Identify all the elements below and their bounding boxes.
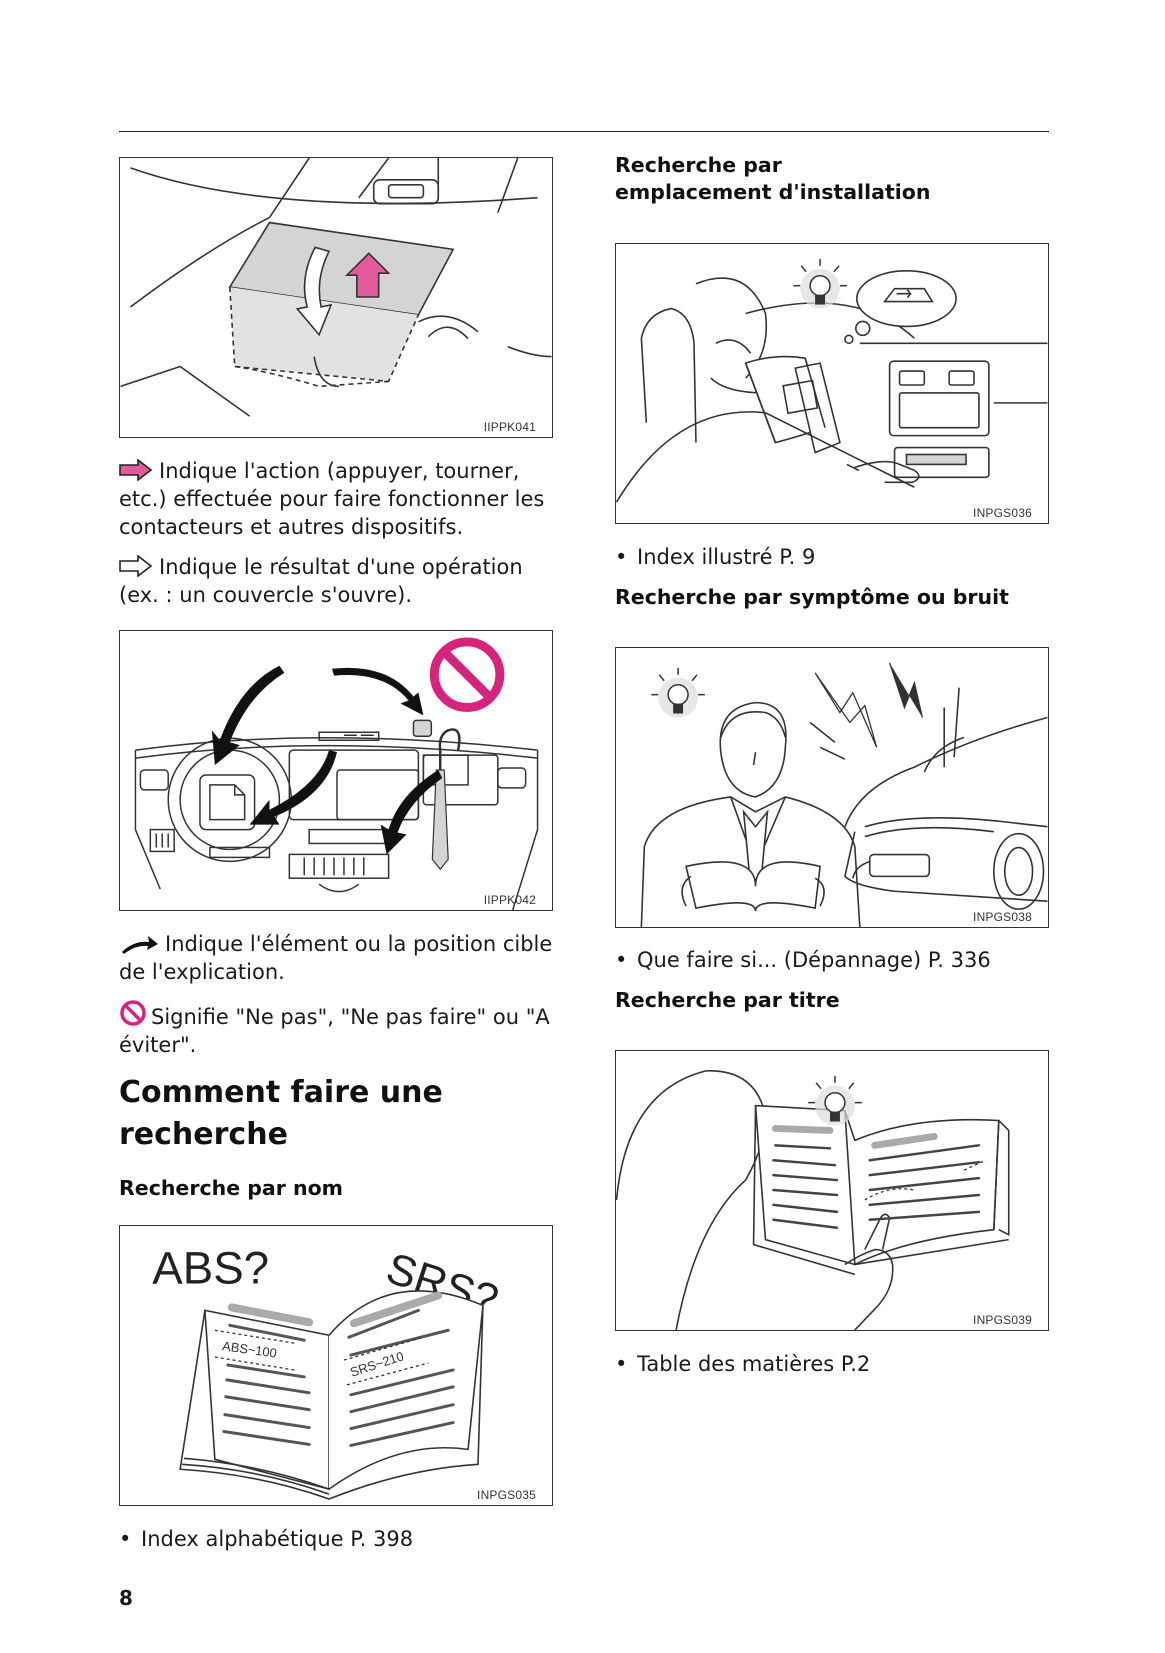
link-alphabetical-index[interactable]: Index alphabétique P. 398 xyxy=(141,1527,414,1551)
heading-by-title: Recherche par titre xyxy=(615,988,840,1012)
figure-driver-reading: INPGS036 xyxy=(615,243,1049,524)
figure-code: INPGS036 xyxy=(973,506,1032,520)
page-number: 8 xyxy=(119,1586,133,1610)
dashboard-illustration xyxy=(134,637,539,910)
figure-sun-visor: IIPPK041 xyxy=(119,157,553,438)
heading-by-name: Recherche par nom xyxy=(119,1176,344,1200)
legend-prohibit: Signifie "Ne pas", "Ne pas faire" ou "A … xyxy=(119,999,559,1059)
figure-reading-book: INPGS039 xyxy=(615,1050,1049,1331)
bullet-by-location: • Index illustré P. 9 xyxy=(615,543,815,571)
lightbulb-icon xyxy=(651,667,705,718)
figure-code: IIPPK041 xyxy=(483,420,536,434)
white-outline-arrow-icon xyxy=(119,555,153,577)
symptom-noise-illustration xyxy=(640,662,1048,927)
figure-abs-srs-book: ABS? SRS? ABS~100 xyxy=(119,1225,553,1506)
figure-dashboard: IIPPK042 xyxy=(119,630,553,911)
bullet-glyph: • xyxy=(615,948,628,972)
figure-symptom-noise: INPGS038 xyxy=(615,647,1049,928)
figure-code: INPGS039 xyxy=(973,1313,1032,1327)
bullet-glyph: • xyxy=(615,1352,628,1376)
bullet-glyph: • xyxy=(119,1527,132,1551)
lightbulb-icon xyxy=(808,1075,862,1126)
heading-by-location: Recherche par emplacement d'installation xyxy=(615,153,931,204)
bullet-by-symptom: • Que faire si... (Dépannage) P. 336 xyxy=(615,946,991,974)
legend-target: Indique l'élément ou la position cible d… xyxy=(119,930,559,986)
curved-black-arrow-icon xyxy=(122,936,158,954)
book-word-abs: ABS? xyxy=(152,1243,269,1294)
legend-result-text: Indique le résultat d'une opération (ex.… xyxy=(119,555,523,607)
figure-code: IIPPK042 xyxy=(483,893,536,907)
open-book-illustration: ABS? SRS? ABS~100 xyxy=(152,1243,504,1500)
link-troubleshooting[interactable]: Que faire si... (Dépannage) P. 336 xyxy=(637,948,991,972)
legend-prohibit-text: Signifie "Ne pas", "Ne pas faire" ou "A … xyxy=(119,1005,550,1057)
heading-by-symptom: Recherche par symptôme ou bruit xyxy=(615,585,1009,609)
link-illustrated-index[interactable]: Index illustré P. 9 xyxy=(637,545,816,569)
header-rule xyxy=(119,131,1049,132)
legend-action: Indique l'action (appuyer, tourner, etc.… xyxy=(119,457,559,541)
bullet-by-title: • Table des matières P.2 xyxy=(615,1350,870,1378)
prohibition-sign xyxy=(429,637,505,712)
legend-result: Indique le résultat d'une opération (ex.… xyxy=(119,553,559,609)
thought-bubble xyxy=(844,270,957,345)
driver-reading-illustration xyxy=(616,258,1048,503)
prohibition-icon xyxy=(120,1000,146,1026)
pink-outline-arrow-icon xyxy=(119,459,153,481)
sun-visor-illustration xyxy=(120,158,552,417)
reading-book-illustration xyxy=(616,1070,1010,1330)
legend-target-text: Indique l'élément ou la position cible d… xyxy=(119,932,553,984)
bullet-glyph: • xyxy=(615,545,628,569)
figure-code: INPGS035 xyxy=(477,1488,536,1502)
lightbulb-icon xyxy=(793,258,847,309)
link-table-of-contents[interactable]: Table des matières P.2 xyxy=(637,1352,871,1376)
figure-code: INPGS038 xyxy=(973,910,1032,924)
section-title: Comment faire une recherche xyxy=(119,1075,443,1152)
bullet-by-name: • Index alphabétique P. 398 xyxy=(119,1525,413,1553)
legend-action-text: Indique l'action (appuyer, tourner, etc.… xyxy=(119,459,545,539)
